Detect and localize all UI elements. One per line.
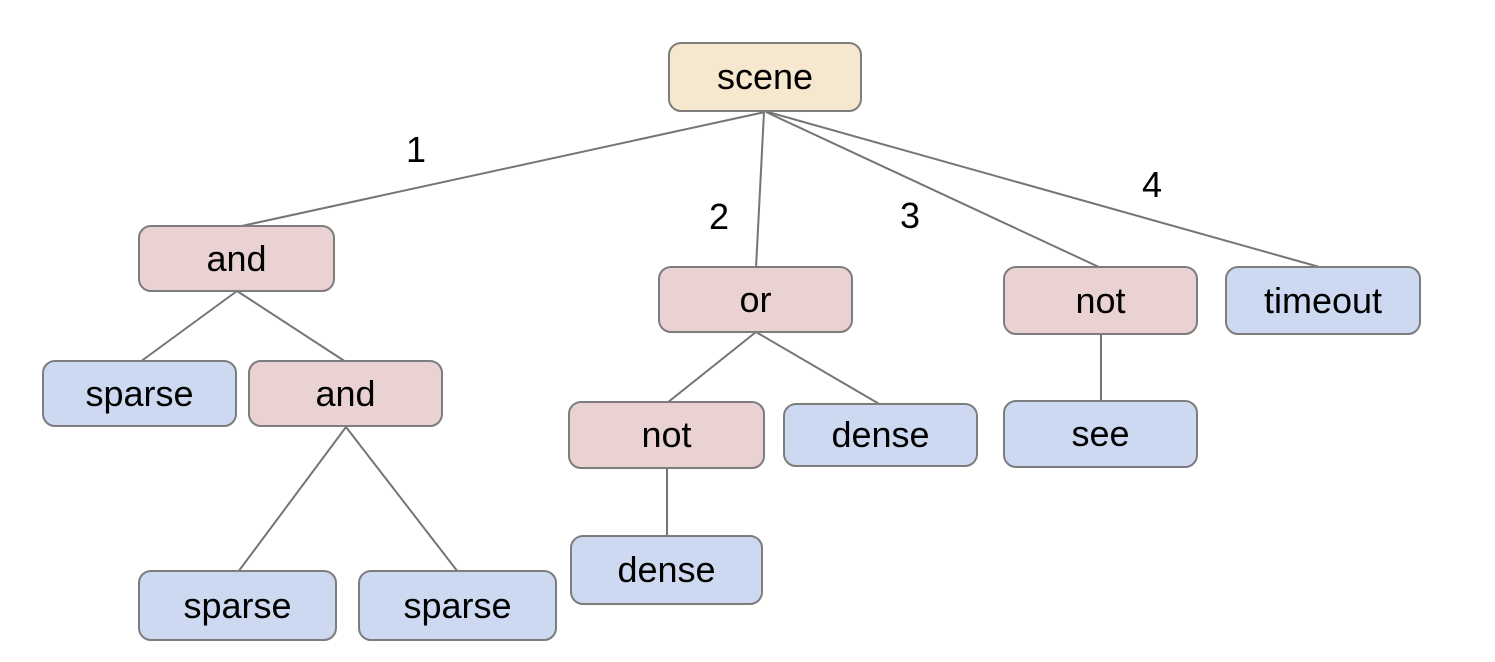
node-dense-under-or: dense <box>783 403 978 467</box>
edge-label-4: 4 <box>1141 164 1163 205</box>
edge-scene-or <box>755 111 765 269</box>
edge-and-sparse <box>139 290 238 363</box>
node-not-level1: not <box>1003 266 1198 335</box>
edge-label-2: 2 <box>708 196 730 237</box>
edge-scene-and <box>236 111 766 228</box>
edge-scene-not <box>765 111 1102 269</box>
node-or: or <box>658 266 853 333</box>
edge-scene-timeout <box>767 111 1324 269</box>
edge-and2-sparse-left <box>237 426 347 573</box>
node-sparse-bottom-left: sparse <box>138 570 337 641</box>
node-and-level1: and <box>138 225 335 292</box>
node-dense-under-not: dense <box>570 535 763 605</box>
node-see: see <box>1003 400 1198 468</box>
edge-and2-sparse-right <box>345 426 459 573</box>
edge-label-1: 1 <box>405 129 427 170</box>
edge-and-and <box>236 290 347 363</box>
node-scene: scene <box>668 42 862 112</box>
edge-label-3: 3 <box>899 195 921 236</box>
edge-or-not <box>666 331 757 404</box>
node-sparse-bottom-right: sparse <box>358 570 557 641</box>
node-not-level2: not <box>568 401 765 469</box>
edge-or-dense <box>755 331 882 406</box>
node-and-level2: and <box>248 360 443 427</box>
node-sparse-left: sparse <box>42 360 237 427</box>
node-timeout: timeout <box>1225 266 1421 335</box>
